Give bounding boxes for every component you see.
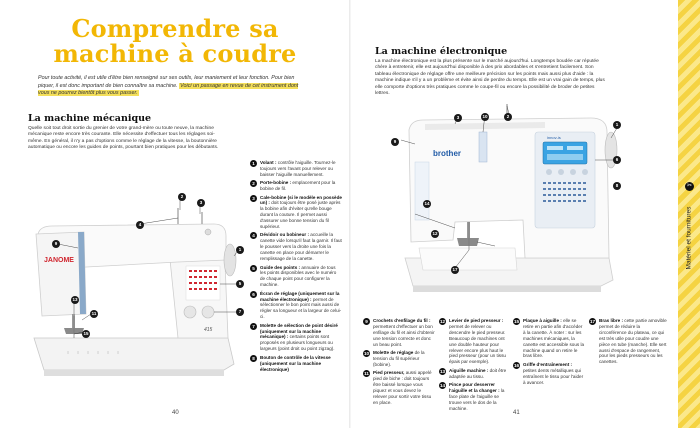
callout-2: 2 [178, 193, 186, 201]
right-page: La machine électronique La machine élect… [351, 0, 700, 428]
callout-r3: 3 [454, 114, 462, 122]
callout-13: 13 [71, 296, 79, 304]
callout-9: 9 [52, 240, 60, 248]
callout-4: 4 [136, 221, 144, 229]
callout-r6: 6 [613, 156, 621, 164]
callout-11: 11 [90, 310, 98, 318]
section-title-mechanical: La machine mécanique [28, 113, 152, 124]
left-page: Comprendre sa machine à coudre Pour tout… [0, 0, 349, 428]
section-title-electronic: La machine électronique [375, 46, 508, 57]
intro-text: Pour toute activité, il est utile d'être… [38, 75, 295, 89]
brother-logo: brother [433, 149, 461, 158]
callout-r17: 17 [451, 266, 459, 274]
page-number-left: 40 [172, 410, 179, 416]
callout-r1: 1 [613, 121, 621, 129]
callout-15: 15 [82, 330, 90, 338]
callout-7: 7 [236, 308, 244, 316]
callout-r9: 9 [391, 138, 399, 146]
scissors-icon: ✂ [685, 182, 694, 191]
screen-brand: innov-is [547, 135, 561, 140]
callout-r10: 10 [481, 113, 489, 121]
janome-model: 415 [204, 327, 213, 333]
intro-paragraph: Pour toute activité, il est utile d'être… [38, 75, 306, 98]
janome-logo: JANOME [44, 257, 74, 264]
chapter-side-tab [678, 0, 700, 428]
gutter [349, 0, 351, 428]
callout-r8: 8 [613, 182, 621, 190]
callout-3: 3 [197, 199, 205, 207]
callout-r12: 12 [431, 230, 439, 238]
callout-5: 5 [236, 280, 244, 288]
chapter-label: Matériel et fournitures [685, 206, 693, 270]
mechanical-machine-illustration: JANOME 415 [33, 198, 241, 376]
page-title: Comprendre sa machine à coudre [53, 14, 297, 68]
section-text-mechanical: Quelle soit tout droit sortie du grenier… [28, 126, 219, 151]
callout-1: 1 [236, 246, 244, 254]
callout-r14: 14 [423, 200, 431, 208]
page-number-right: 41 [513, 410, 520, 416]
callout-r2: 2 [504, 113, 512, 121]
section-text-electronic: La machine électronique est la plus prés… [375, 59, 605, 97]
electronic-machine-illustration: brother innov-is [400, 104, 618, 292]
